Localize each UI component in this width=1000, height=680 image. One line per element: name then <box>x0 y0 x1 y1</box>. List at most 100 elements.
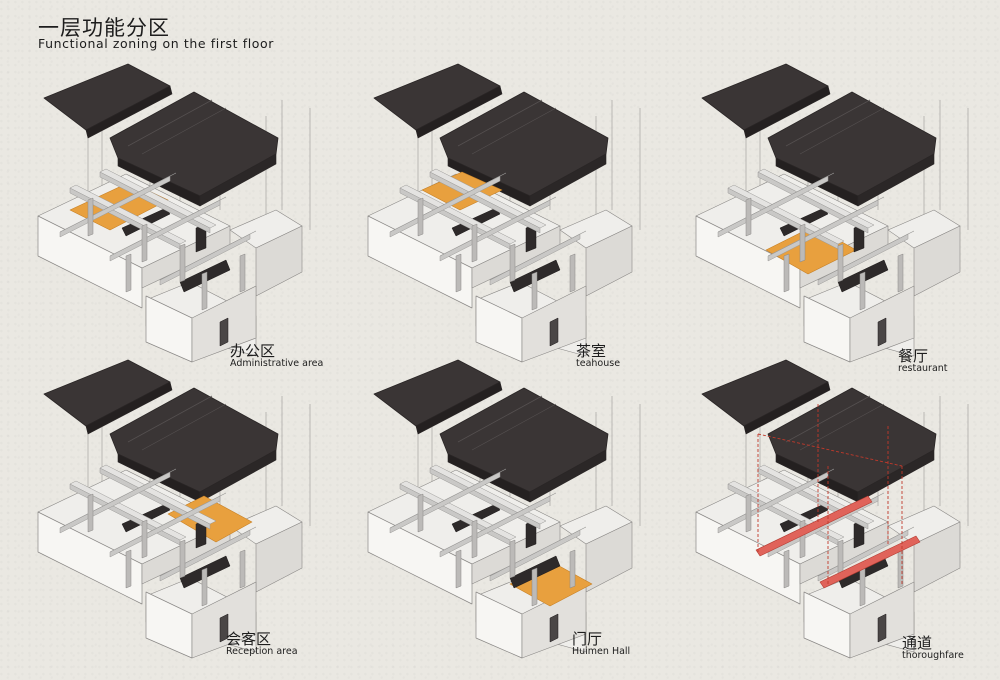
window-grille <box>219 613 229 643</box>
roof-left-edge <box>743 85 831 139</box>
wing-wall-right <box>585 225 633 297</box>
window-grille <box>219 317 229 347</box>
zone-label-cn: 通道 <box>902 634 933 652</box>
column <box>455 253 462 293</box>
wing-wall-right <box>913 225 961 297</box>
diagram-panel-reception: 会客区 Reception area <box>30 356 360 676</box>
roof-left-edge <box>85 381 173 435</box>
diagram-panel-thoroughfare: 通道 thoroughfare <box>688 356 1000 676</box>
zone-label-en: restaurant <box>898 363 948 374</box>
column <box>783 549 790 589</box>
column <box>125 549 132 589</box>
roof-ridge <box>141 107 227 155</box>
column <box>455 549 462 589</box>
wing-wall-right <box>255 521 303 593</box>
roof-right-fascia-2 <box>529 449 607 503</box>
zone-label-cn: 办公区 <box>230 342 276 360</box>
column <box>125 253 132 293</box>
column <box>745 197 752 237</box>
wall-front-left <box>367 215 473 309</box>
beam-ew-2-top <box>429 464 547 525</box>
beam-ew-2-top <box>99 168 217 229</box>
roof-ridge <box>471 107 557 155</box>
wall-front-left <box>37 215 143 309</box>
axonometric-model <box>37 359 311 659</box>
column <box>859 567 866 607</box>
roof-ridge <box>457 395 543 443</box>
column <box>179 243 186 283</box>
beam-ns-2-top <box>109 492 227 553</box>
roof-right-fascia-2 <box>857 449 935 503</box>
beam-ns-2-top <box>439 196 557 257</box>
axonometric-model <box>695 359 969 659</box>
roof-ridge <box>457 99 543 147</box>
window-grille <box>877 317 887 347</box>
column <box>179 539 186 579</box>
zone-label-en: thoroughfare <box>902 650 964 661</box>
diagram-panel-restaurant: 餐厅 restaurant <box>688 60 1000 380</box>
column <box>799 519 806 559</box>
axonometric-model <box>695 63 969 363</box>
column <box>569 549 576 589</box>
wall-front-left <box>695 215 801 309</box>
column <box>141 519 148 559</box>
wing-wall-right <box>255 225 303 297</box>
column <box>509 539 516 579</box>
zone-label-cn: 茶室 <box>576 342 607 360</box>
roof-ridge <box>127 99 213 147</box>
beam-ew-2-top <box>99 464 217 525</box>
zone-label-cn: 会客区 <box>226 630 272 648</box>
window-grille <box>549 317 559 347</box>
axonometric-model <box>37 63 311 363</box>
beam-ew-2-top <box>757 168 875 229</box>
column <box>417 493 424 533</box>
column <box>531 271 538 311</box>
column <box>239 549 246 589</box>
roof-right-fascia-2 <box>857 153 935 207</box>
zone-label-en: Reception area <box>226 646 298 657</box>
window-grille <box>549 613 559 643</box>
column <box>141 223 148 263</box>
column <box>783 253 790 293</box>
corridor-highlight-lower <box>819 535 921 589</box>
zone-label-en: teahouse <box>576 358 621 369</box>
circulation-dashed-line <box>757 433 903 467</box>
roof-left-edge <box>85 85 173 139</box>
beam-ns-2-top <box>109 196 227 257</box>
wing-wall-right <box>913 521 961 593</box>
beam-ns-2-top <box>767 196 885 257</box>
axonometric-model <box>367 63 641 363</box>
column <box>471 519 478 559</box>
roof-right-fascia-2 <box>529 153 607 207</box>
beam-ew-2-top <box>429 168 547 229</box>
column <box>87 197 94 237</box>
column <box>531 567 538 607</box>
zone-label-cn: 餐厅 <box>898 347 929 365</box>
roof-left-edge <box>415 381 503 435</box>
diagram-panel-teahouse: 茶室 teahouse <box>360 60 690 380</box>
column <box>569 253 576 293</box>
column <box>859 271 866 311</box>
column <box>239 253 246 293</box>
zone-label-cn: 门厅 <box>572 630 603 648</box>
column <box>897 253 904 293</box>
wing-wall-right <box>585 521 633 593</box>
column <box>417 197 424 237</box>
column <box>837 243 844 283</box>
column <box>201 271 208 311</box>
column <box>799 223 806 263</box>
column <box>471 223 478 263</box>
roof-ridge <box>127 395 213 443</box>
column <box>87 493 94 533</box>
roof-right-fascia-2 <box>199 153 277 207</box>
corridor-highlight-upper <box>755 495 873 557</box>
column <box>201 567 208 607</box>
roof-ridge <box>785 395 871 443</box>
axonometric-model <box>367 359 641 659</box>
column <box>509 243 516 283</box>
roof-ridge <box>785 99 871 147</box>
wall-front-left <box>37 511 143 605</box>
roof-ridge <box>471 403 557 451</box>
diagram-panel-hall: 门厅 Huimen Hall <box>360 356 690 676</box>
page-subtitle: Functional zoning on the first floor <box>38 36 275 51</box>
